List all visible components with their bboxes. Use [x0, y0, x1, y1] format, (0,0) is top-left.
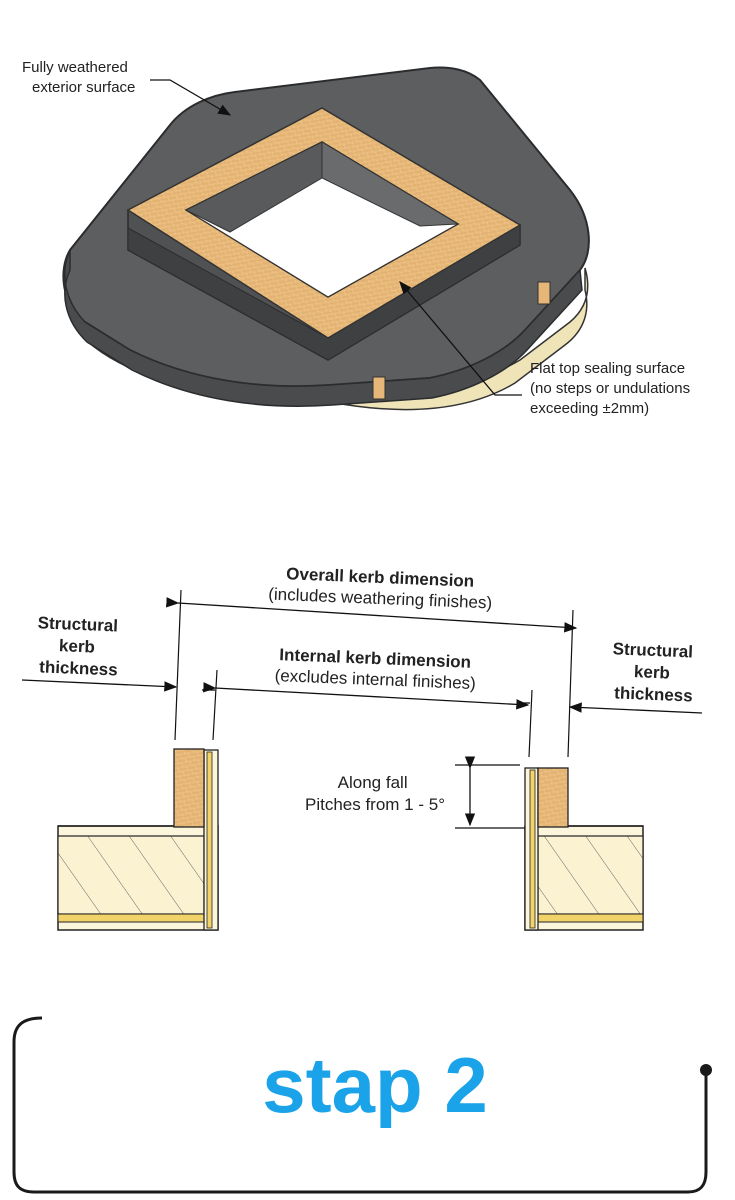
kerb-section-view: Overall kerb dimension (includes weather… [21, 564, 703, 931]
label-structural-right: Structural kerb thickness [611, 639, 698, 705]
isometric-kerb-view: Fully weathered exterior surface Flat to… [22, 59, 694, 417]
edge-timber-block [537, 281, 551, 305]
right-kerb-section [524, 767, 644, 931]
label-weathered: Fully weathered exterior surface [22, 59, 135, 96]
frame-end-dot [700, 1064, 712, 1076]
edge-timber-block [372, 376, 386, 400]
label-sealing-surface: Flat top sealing surface (no steps or un… [530, 360, 694, 417]
roof-edge-thickness [64, 249, 583, 407]
label-along-fall: Along fall Pitches from 1 - 5° [305, 773, 445, 814]
label-structural-left: Structural kerb thickness [36, 613, 123, 679]
left-kerb-section [57, 748, 219, 931]
step-frame [12, 1016, 708, 1194]
step-banner: stap 2 [12, 1016, 712, 1194]
step-label: stap 2 [262, 1041, 487, 1129]
